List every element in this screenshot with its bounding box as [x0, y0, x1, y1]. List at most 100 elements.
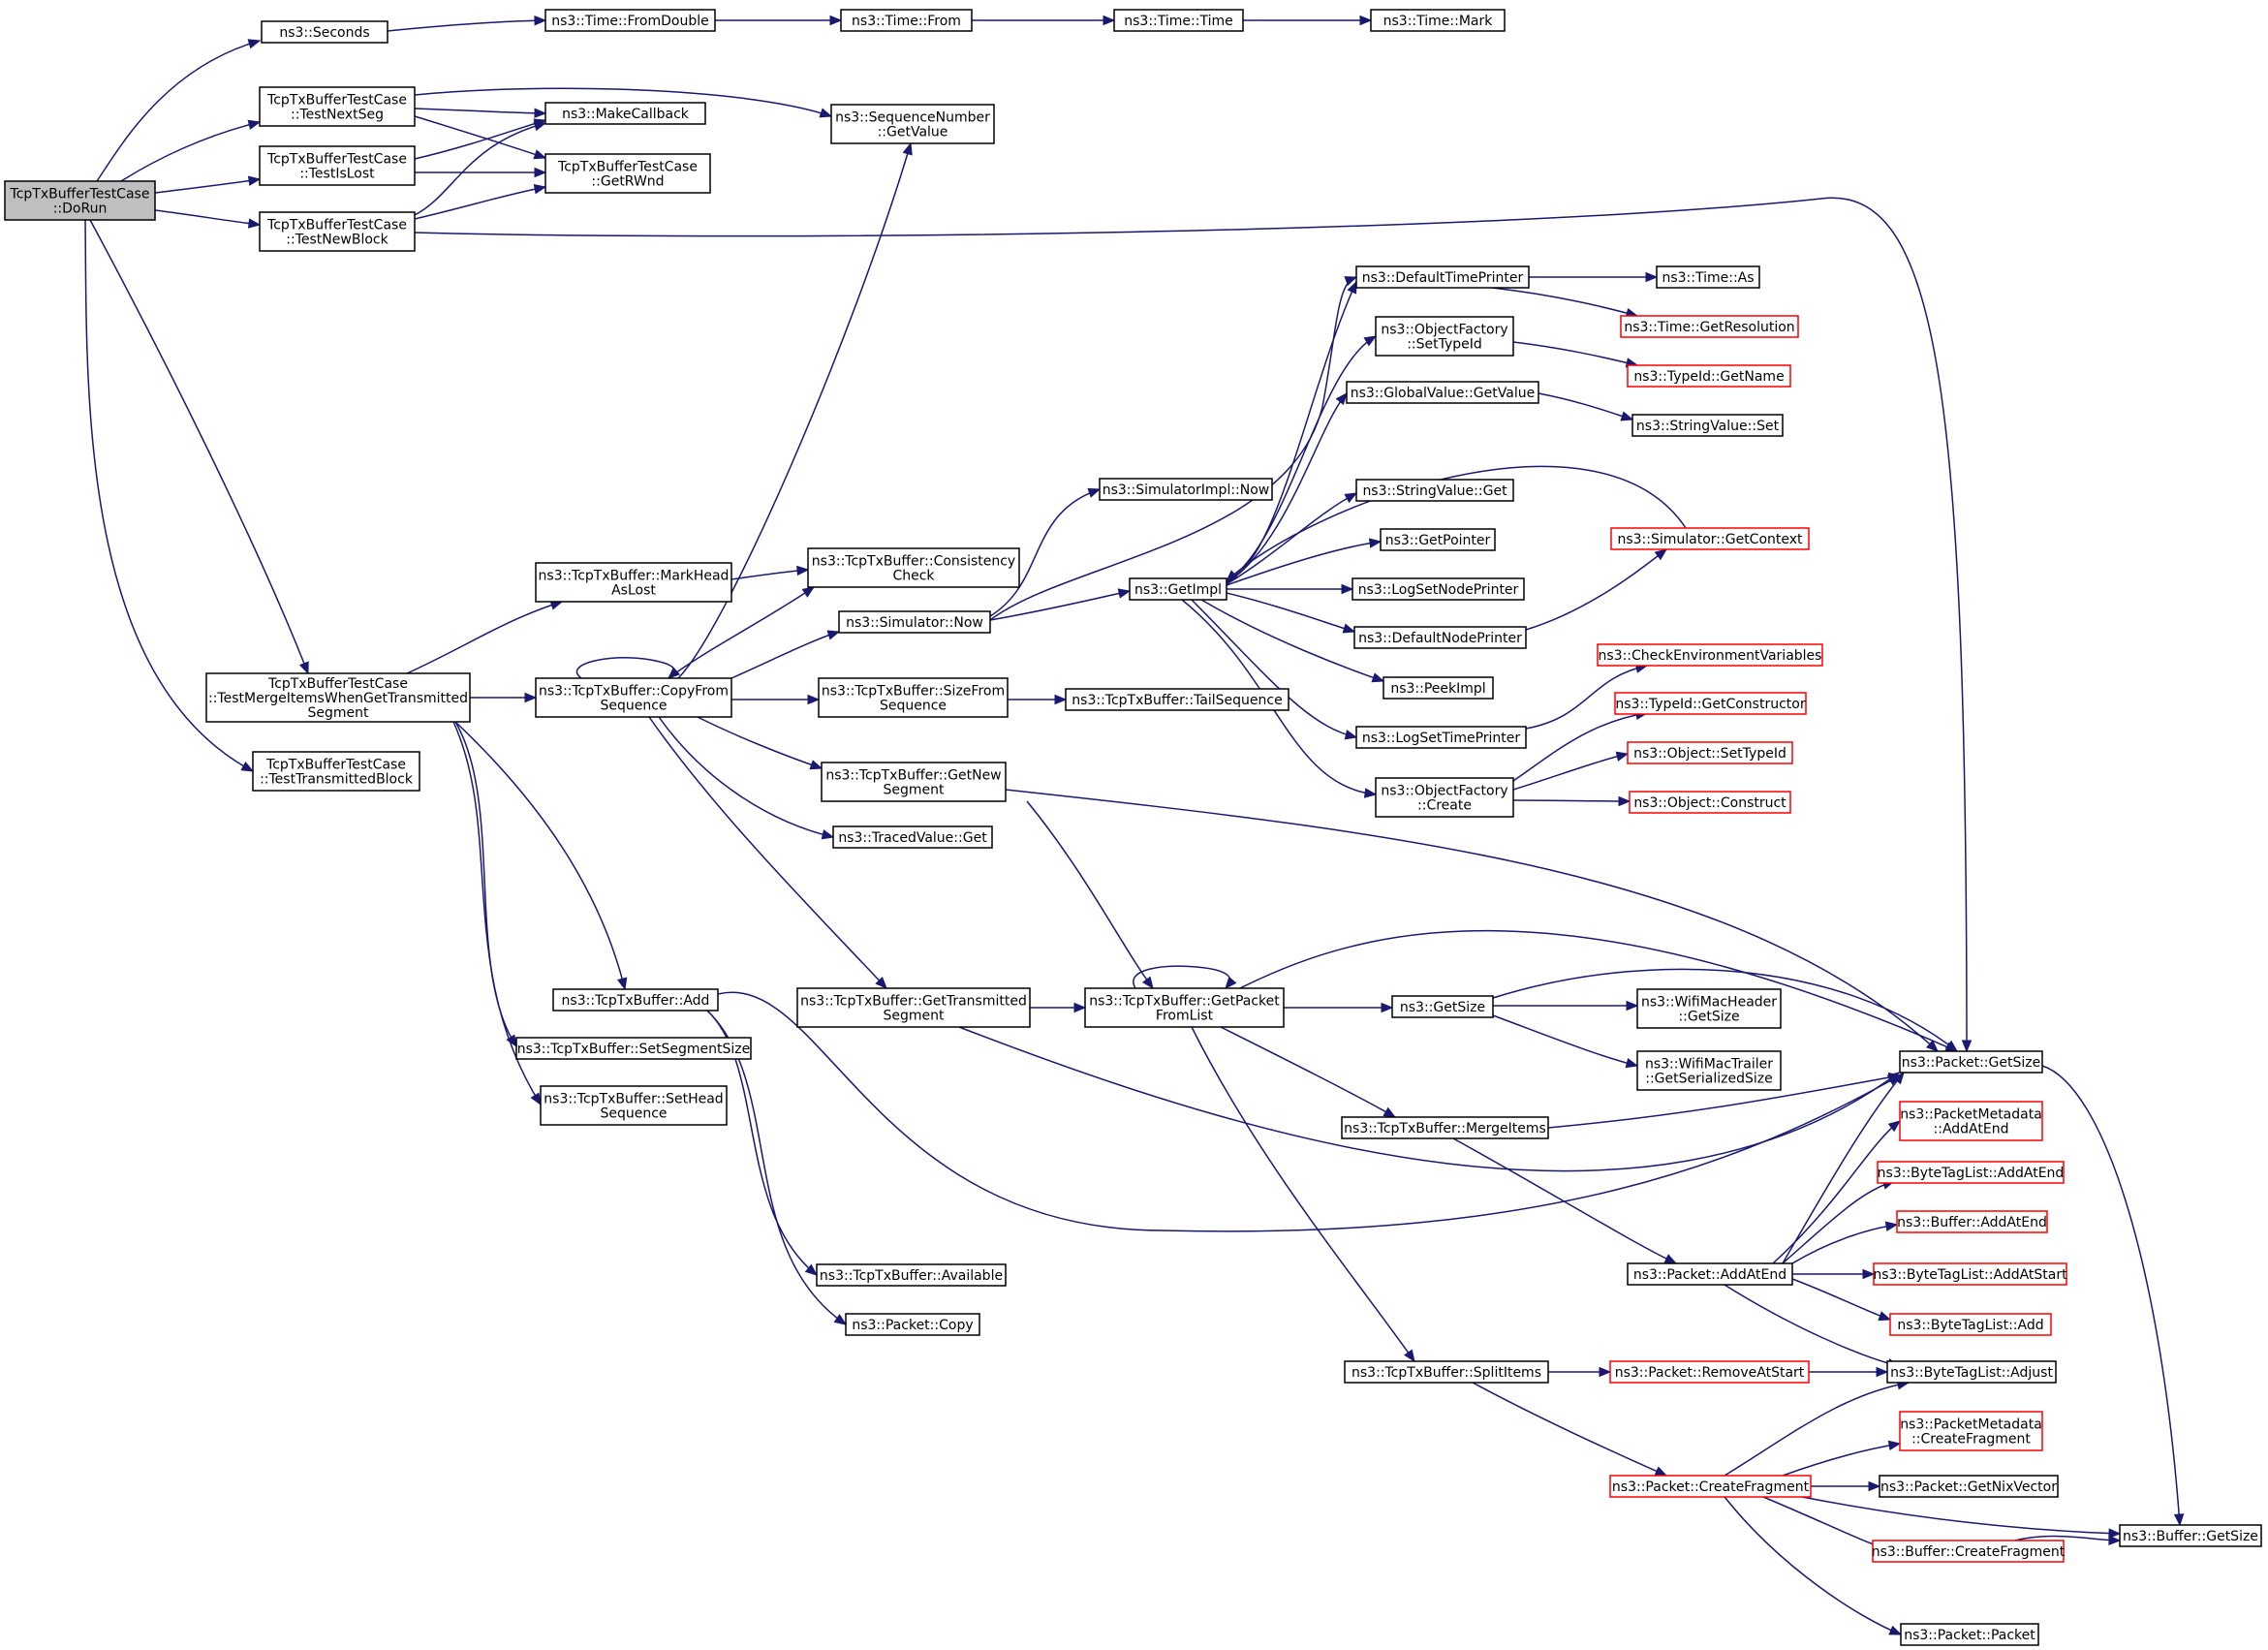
node-bufgetsize[interactable]: ns3::Buffer::GetSize — [2119, 1524, 2262, 1547]
node-box[interactable] — [205, 672, 471, 723]
node-box[interactable] — [259, 145, 416, 186]
node-box[interactable] — [1113, 9, 1244, 32]
node-box[interactable] — [1065, 688, 1289, 711]
node-mergeitems[interactable]: ns3::TcpTxBuffer::MergeItems — [1341, 1116, 1549, 1139]
node-box[interactable] — [535, 677, 732, 718]
node-checkenv[interactable]: ns3::CheckEnvironmentVariables — [1597, 643, 1823, 667]
node-packetgetsize[interactable]: ns3::Packet::GetSize — [1899, 1050, 2043, 1074]
node-box[interactable] — [252, 751, 420, 792]
node-pktcreatefragment[interactable]: ns3::Packet::CreateFragment — [1609, 1475, 1812, 1498]
node-box[interactable] — [845, 1313, 980, 1336]
node-logsetnodeprinter[interactable]: ns3::LogSetNodePrinter — [1351, 577, 1525, 601]
node-box[interactable] — [4, 180, 156, 221]
node-svget[interactable]: ns3::StringValue::Get — [1355, 479, 1514, 502]
node-box[interactable] — [1341, 1116, 1549, 1139]
node-dorun[interactable]: TcpTxBufferTestCase::DoRun — [4, 180, 156, 221]
node-splititems[interactable]: ns3::TcpTxBuffer::SplitItems — [1344, 1360, 1549, 1384]
node-packetcopy[interactable]: ns3::Packet::Copy — [845, 1313, 980, 1336]
node-box[interactable] — [816, 1263, 1007, 1287]
node-timegetres[interactable]: ns3::Time::GetResolution — [1620, 315, 1799, 338]
node-box[interactable] — [1375, 316, 1514, 357]
node-typeidgetname[interactable]: ns3::TypeId::GetName — [1627, 364, 1791, 388]
node-box[interactable] — [1609, 1475, 1812, 1498]
node-box[interactable] — [259, 86, 416, 127]
node-defaulttimeprinter[interactable]: ns3::DefaultTimePrinter — [1355, 265, 1530, 289]
node-box[interactable] — [544, 9, 716, 32]
node-box[interactable] — [259, 211, 416, 252]
node-box[interactable] — [1889, 1313, 2052, 1336]
node-timetime[interactable]: ns3::Time::Time — [1113, 9, 1244, 32]
node-box[interactable] — [1383, 676, 1494, 700]
node-getnixvector[interactable]: ns3::Packet::GetNixVector — [1879, 1475, 2059, 1498]
node-tailseq[interactable]: ns3::TcpTxBuffer::TailSequence — [1065, 688, 1289, 711]
node-testtransmittedblock[interactable]: TcpTxBufferTestCase::TestTransmittedBloc… — [252, 751, 420, 792]
node-getpointer[interactable]: ns3::GetPointer — [1380, 528, 1496, 551]
node-removeatstart[interactable]: ns3::Packet::RemoveAtStart — [1609, 1360, 1810, 1384]
node-box[interactable] — [1896, 1210, 2048, 1233]
node-btladdatstart[interactable]: ns3::ByteTagList::AddAtStart — [1873, 1262, 2067, 1286]
node-box[interactable] — [1129, 577, 1227, 601]
node-box[interactable] — [832, 825, 993, 849]
node-packetpacket[interactable]: ns3::Packet::Packet — [1900, 1623, 2039, 1646]
node-makecallback[interactable]: ns3::MakeCallback — [544, 102, 706, 125]
node-box[interactable] — [1597, 643, 1823, 667]
node-bufaddatend[interactable]: ns3::Buffer::AddAtEnd — [1896, 1210, 2048, 1233]
node-box[interactable] — [1614, 692, 1807, 715]
node-getimpl[interactable]: ns3::GetImpl — [1129, 577, 1227, 601]
node-box[interactable] — [1636, 988, 1782, 1029]
node-box[interactable] — [1872, 1540, 2065, 1563]
node-box[interactable] — [838, 610, 991, 634]
node-testmerge[interactable]: TcpTxBufferTestCase::TestMergeItemsWhenG… — [205, 672, 471, 723]
node-timemark[interactable]: ns3::Time::Mark — [1370, 9, 1506, 32]
node-getrwnd[interactable]: TcpTxBufferTestCase::GetRWnd — [544, 153, 711, 194]
node-box[interactable] — [1656, 265, 1760, 289]
node-box[interactable] — [1627, 1262, 1793, 1286]
node-box[interactable] — [1344, 1360, 1549, 1384]
node-wifimacheader[interactable]: ns3::WifiMacHeader::GetSize — [1636, 988, 1782, 1029]
node-getsize[interactable]: ns3::GetSize — [1391, 995, 1494, 1018]
node-simnow[interactable]: ns3::Simulator::Now — [838, 610, 991, 634]
node-box[interactable] — [840, 9, 973, 32]
node-box[interactable] — [2119, 1524, 2262, 1547]
node-box[interactable] — [1899, 1411, 2043, 1451]
node-box[interactable] — [1873, 1262, 2067, 1286]
node-box[interactable] — [796, 987, 1031, 1028]
node-box[interactable] — [1609, 1360, 1810, 1384]
node-box[interactable] — [544, 153, 711, 194]
node-box[interactable] — [1370, 9, 1506, 32]
node-box[interactable] — [1084, 987, 1285, 1028]
node-packetaddatend[interactable]: ns3::Packet::AddAtEnd — [1627, 1262, 1793, 1286]
node-tracedvalueget[interactable]: ns3::TracedValue::Get — [832, 825, 993, 849]
node-box[interactable] — [261, 20, 388, 44]
node-setsegmentsize[interactable]: ns3::TcpTxBuffer::SetSegmentSize — [515, 1037, 752, 1060]
node-box[interactable] — [1886, 1360, 2057, 1384]
node-box[interactable] — [1380, 528, 1496, 551]
node-box[interactable] — [1099, 478, 1273, 501]
node-box[interactable] — [818, 677, 1009, 718]
node-box[interactable] — [1899, 1050, 2043, 1074]
node-box[interactable] — [1636, 1050, 1782, 1091]
node-simimplnow[interactable]: ns3::SimulatorImpl::Now — [1099, 478, 1273, 501]
node-testnewblock[interactable]: TcpTxBufferTestCase::TestNewBlock — [259, 211, 416, 252]
node-btladdatend[interactable]: ns3::ByteTagList::AddAtEnd — [1877, 1161, 2065, 1184]
node-box[interactable] — [1346, 381, 1539, 404]
node-box[interactable] — [1879, 1475, 2059, 1498]
node-box[interactable] — [1877, 1161, 2065, 1184]
node-wifimactrailer[interactable]: ns3::WifiMacTrailer::GetSerializedSize — [1636, 1050, 1782, 1091]
node-box[interactable] — [1627, 364, 1791, 388]
node-box[interactable] — [1900, 1623, 2039, 1646]
node-objsettypeid[interactable]: ns3::Object::SetTypeId — [1627, 741, 1793, 764]
node-box[interactable] — [1391, 995, 1494, 1018]
node-box[interactable] — [535, 562, 732, 603]
node-box[interactable] — [515, 1037, 752, 1060]
node-box[interactable] — [1355, 479, 1514, 502]
node-box[interactable] — [1620, 315, 1799, 338]
node-defaultnodeprinter[interactable]: ns3::DefaultNodePrinter — [1353, 626, 1527, 649]
